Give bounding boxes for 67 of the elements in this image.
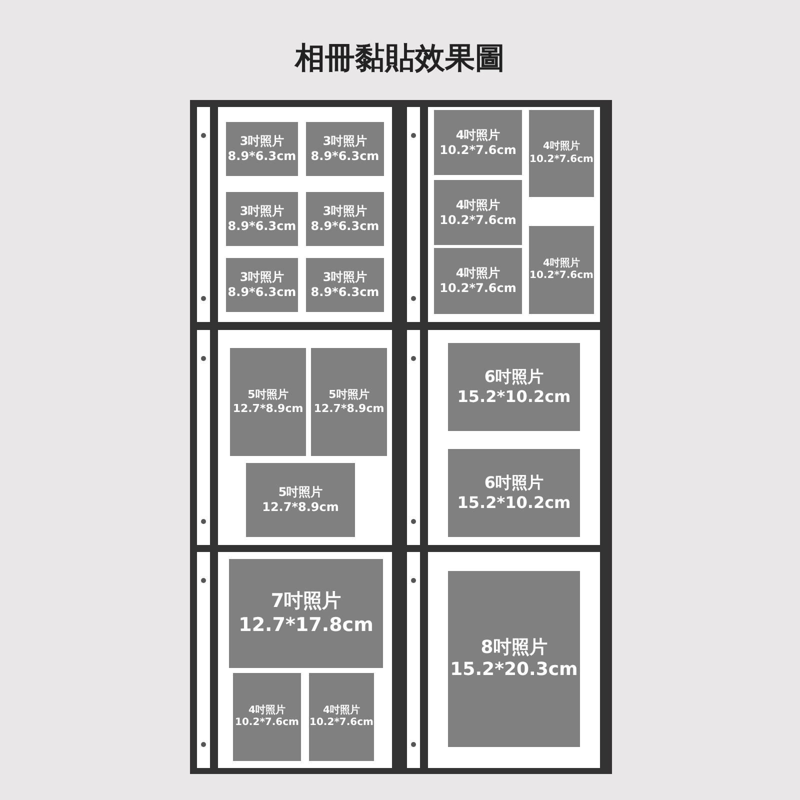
photo-slot [230,348,306,456]
photo-slot [529,110,594,197]
photo-slot [306,192,384,246]
photo-size-label: 3吋照片 [240,134,284,149]
photo-size-label: 3吋照片 [240,270,284,285]
photo-slot [229,559,383,668]
photo-slot [434,110,522,175]
photo-size-label: 4吋照片 [323,704,360,717]
photo-size-label: 4吋照片 [456,128,500,142]
photo-slot [529,226,594,314]
dimension-label: 8.9*6.3cm [310,219,380,234]
title: 相冊黏貼效果圖 [293,40,506,78]
photo-slot [448,343,580,431]
dimension-label: 10.2*7.6cm [440,212,516,228]
album-page [218,330,392,545]
dimension-label: 10.2*7.6cm [310,717,374,730]
photo-slot [226,258,298,312]
photo-size-label: 3吋照片 [322,134,368,149]
photo-slot [448,449,580,537]
dimension-label: 15.2*20.3cm [450,659,578,682]
dimension-label: 12.7*8.9cm [262,500,339,515]
photo-size-label: 5吋照片 [328,388,370,402]
photo-size-label: 7吋照片 [270,590,342,614]
dimension-label: 10.2*7.6cm [530,154,594,166]
dimension-label: 10.2*7.6cm [440,281,516,296]
dimension-label: 8.9*6.3cm [228,285,296,300]
dimension-label: 15.2*10.2cm [457,493,571,513]
photo-size-label: 4吋照片 [543,258,580,270]
album-page [428,330,600,545]
photo-size-label: 3吋照片 [322,204,368,219]
photo-size-label: 5吋照片 [278,485,323,500]
photo-slot [309,673,374,761]
album-page [428,107,600,322]
photo-slot [233,673,301,761]
photo-slot [246,463,355,537]
photo-slot [226,192,298,246]
photo-size-label: 8吋照片 [480,636,548,659]
photo-size-label: 4吋照片 [456,198,500,212]
album-page [428,552,600,768]
dimension-label: 10.2*7.6cm [530,270,594,282]
album-page [218,552,392,768]
dimension-label: 8.9*6.3cm [310,285,380,300]
photo-size-label: 5吋照片 [248,388,288,402]
dimension-label: 10.2*7.6cm [440,142,516,158]
dimension-label: 8.9*6.3cm [310,149,380,164]
album-page [218,107,392,322]
photo-size-label: 4吋照片 [456,266,500,281]
photo-size-label: 4吋照片 [543,141,580,154]
dimension-label: 15.2*10.2cm [457,387,571,407]
photo-slot [434,248,522,314]
photo-size-label: 6吋照片 [484,367,544,387]
photo-slot [226,122,298,176]
photo-slot [306,258,384,312]
photo-slot [311,348,387,456]
dimension-label: 12.7*17.8cm [238,614,374,638]
dimension-label: 10.2*7.6cm [235,717,299,730]
photo-size-label: 3吋照片 [240,204,284,219]
photo-size-label: 6吋照片 [484,473,544,493]
photo-slot [448,571,580,747]
photo-size-label: 4吋照片 [248,704,286,717]
dimension-label: 8.9*6.3cm [228,149,296,164]
photo-size-label: 3吋照片 [322,270,368,285]
photo-slot [434,180,522,245]
dimension-label: 12.7*8.9cm [232,402,304,416]
dimension-label: 8.9*6.3cm [228,219,296,234]
dimension-label: 12.7*8.9cm [314,402,384,416]
photo-slot [306,122,384,176]
